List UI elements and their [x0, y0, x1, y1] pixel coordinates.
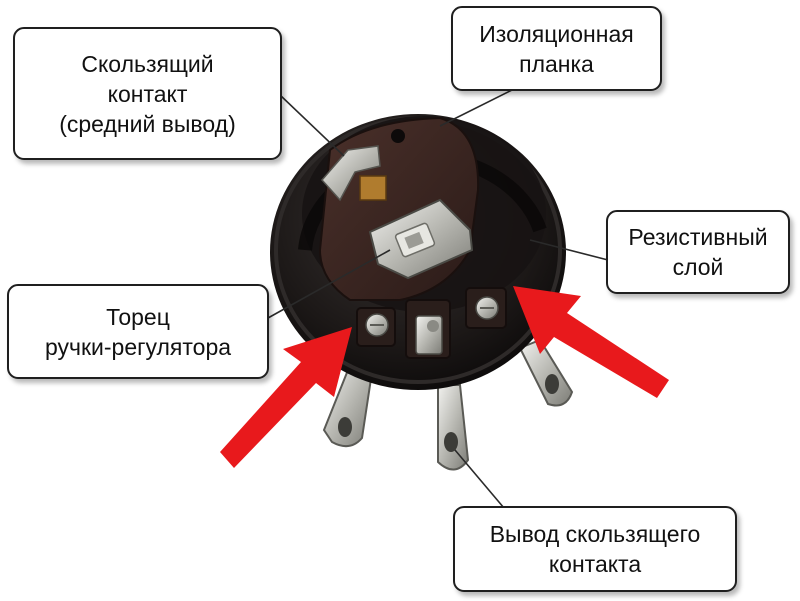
terminal-right — [518, 338, 574, 407]
callout-resistive-layer: Резистивный слой — [606, 210, 790, 294]
callout-output-line2: контакта — [548, 551, 642, 577]
slider-contact — [320, 145, 387, 202]
callout-slider-output: Вывод скользящего контакта — [453, 506, 737, 592]
callout-insulating-line1: Изоляционная — [479, 20, 634, 47]
leader-slider — [279, 94, 345, 157]
leader-knob-face — [267, 249, 391, 319]
terminal-left — [322, 363, 374, 448]
red-arrow-right — [513, 286, 669, 398]
leader-insulating — [439, 85, 521, 127]
callout-slider-contact: Скользящий контакт (средний вывод) — [13, 27, 282, 160]
terminal-middle — [437, 384, 470, 471]
callout-slider-line1: Скользящий — [81, 50, 214, 77]
callout-leaders — [267, 85, 609, 509]
rivet-left — [356, 307, 396, 347]
callout-output-line1: Вывод скользящего — [489, 521, 701, 547]
leader-output — [454, 449, 505, 509]
callout-resistive-line2: слой — [672, 254, 724, 280]
callout-slider-line2: контакт — [107, 80, 188, 107]
rivet-middle — [405, 299, 451, 359]
callout-knob-face-line1: Торец — [106, 303, 170, 330]
red-arrow-left — [220, 327, 352, 468]
rivet-right — [465, 287, 507, 329]
callout-resistive-line1: Резистивный — [628, 224, 768, 250]
callout-insulating-line2: планка — [519, 50, 594, 77]
callout-slider-line3: (средний вывод) — [59, 110, 236, 137]
callout-insulating-plate: Изоляционная планка — [451, 6, 662, 91]
plate-hole — [391, 129, 405, 143]
callout-knob-face-line2: ручки-регулятора — [44, 333, 232, 360]
leader-resistive — [529, 239, 609, 261]
knob-face — [368, 198, 474, 280]
callout-knob-face: Торец ручки-регулятора — [7, 284, 269, 379]
